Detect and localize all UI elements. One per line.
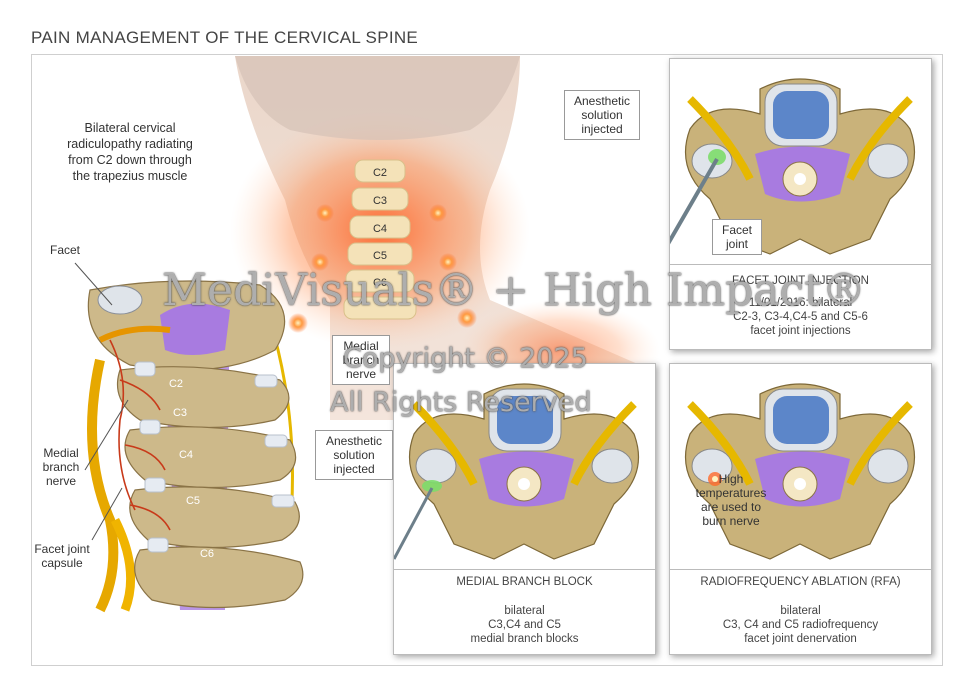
medial-branch-block-panel: MEDIAL BRANCH BLOCK bilateral C3,C4 and … <box>393 363 656 655</box>
main-frame <box>31 54 943 666</box>
callout-line: nerve <box>345 367 377 381</box>
facet-joint-callout: Facet joint <box>712 219 762 255</box>
label-line: capsule <box>41 556 83 570</box>
label-line: nerve <box>45 474 77 488</box>
description-line: radiculopathy radiating <box>67 137 193 151</box>
facet-joint-injection-heading: FACET JOINT INJECTION <box>732 275 869 287</box>
radiofrequency-ablation-panel: High temperatures are used to burn nerve… <box>669 363 932 655</box>
neck-vertebra-label-c5: C5 <box>372 250 388 262</box>
anesthetic-injected-callout: Anesthetic solution injected <box>315 430 393 480</box>
spine-vertebra-label-c5: C5 <box>185 495 201 507</box>
detail-line: 11/01/2016: bilateral <box>748 297 853 309</box>
description-line: the trapezius muscle <box>72 169 188 183</box>
label-line: Facet joint <box>34 542 90 556</box>
detail-line: facet joint denervation <box>744 633 857 645</box>
medial-branch-nerve-callout: Medial branch nerve <box>332 335 390 385</box>
rfa-details: bilateral C3, C4 and C5 radiofrequency f… <box>670 604 931 646</box>
radiculopathy-description: Bilateral cervical radiculopathy radiati… <box>52 120 208 184</box>
callout-line: solution <box>581 108 623 122</box>
cervical-spine-model <box>87 280 304 613</box>
spine-vertebra-label-c3: C3 <box>172 407 188 419</box>
callout-line: Anesthetic <box>573 94 631 108</box>
spine-vertebra-label-c6: C6 <box>199 548 215 560</box>
anesthetic-injected-callout: Anesthetic solution injected <box>564 90 640 140</box>
callout-line: Facet <box>721 223 752 237</box>
callout-line: injected <box>581 122 623 136</box>
facet-label: Facet <box>50 243 81 257</box>
label-line: burn nerve <box>702 514 760 528</box>
medial-branch-nerve-label: Medial branch nerve <box>34 446 88 488</box>
medial-branch-block-heading: MEDIAL BRANCH BLOCK <box>456 576 593 588</box>
callout-line: joint <box>725 237 748 251</box>
detail-line: C3,C4 and C5 <box>488 619 561 631</box>
description-line: from C2 down through <box>68 153 192 167</box>
callout-line: solution <box>333 448 375 462</box>
high-temperature-label: High temperatures are used to burn nerve <box>692 472 770 528</box>
watermark-rights: All Rights Reserved <box>330 387 592 418</box>
watermark-brand: MediVisuals® + High Impact® <box>162 265 866 316</box>
neck-vertebra-label-c2: C2 <box>372 167 388 179</box>
description-line: Bilateral cervical <box>84 121 176 135</box>
panel-divider <box>670 569 931 570</box>
detail-line: bilateral <box>504 605 545 617</box>
label-line: temperatures <box>695 486 767 500</box>
neck-vertebra-label-c4: C4 <box>372 223 388 235</box>
vertebra-axial-icon <box>684 383 916 560</box>
watermark-copyright: Copyright © 2025 <box>343 343 588 374</box>
panel-divider <box>394 569 655 570</box>
neck-vertebra-label-c6: C6 <box>372 277 388 289</box>
detail-line: bilateral <box>780 605 821 617</box>
vertebra-axial-icon <box>670 78 916 255</box>
panel-divider <box>670 264 931 265</box>
label-line: branch <box>42 460 80 474</box>
label-line: are used to <box>700 500 762 514</box>
facet-joint-injection-panel: Anesthetic solution injected Facet joint… <box>564 58 932 350</box>
detail-line: C3, C4 and C5 radiofrequency <box>722 619 879 631</box>
rfa-heading: RADIOFREQUENCY ABLATION (RFA) <box>700 576 901 588</box>
medial-branch-block-details: bilateral C3,C4 and C5 medial branch blo… <box>394 604 655 646</box>
vertebra-axial-icon <box>394 383 640 560</box>
detail-line: medial branch blocks <box>470 633 579 645</box>
callout-line: injected <box>333 462 375 476</box>
neck-vertebra-label-c3: C3 <box>372 195 388 207</box>
callout-line: Anesthetic <box>325 434 383 448</box>
facet-joint-capsule-label: Facet joint capsule <box>28 542 96 570</box>
label-line: Medial <box>43 446 79 460</box>
detail-line: C2-3, C3-4,C4-5 and C5-6 <box>733 311 868 323</box>
spine-vertebra-label-c4: C4 <box>178 449 194 461</box>
label-line: High <box>718 472 744 486</box>
page-title: PAIN MANAGEMENT OF THE CERVICAL SPINE <box>31 28 419 47</box>
spine-vertebra-label-c2: C2 <box>168 378 184 390</box>
detail-line: facet joint injections <box>750 325 851 337</box>
facet-joint-injection-details: 11/01/2016: bilateral C2-3, C3-4,C4-5 an… <box>670 296 931 338</box>
callout-line: branch <box>342 353 380 367</box>
callout-line: Medial <box>343 339 379 353</box>
